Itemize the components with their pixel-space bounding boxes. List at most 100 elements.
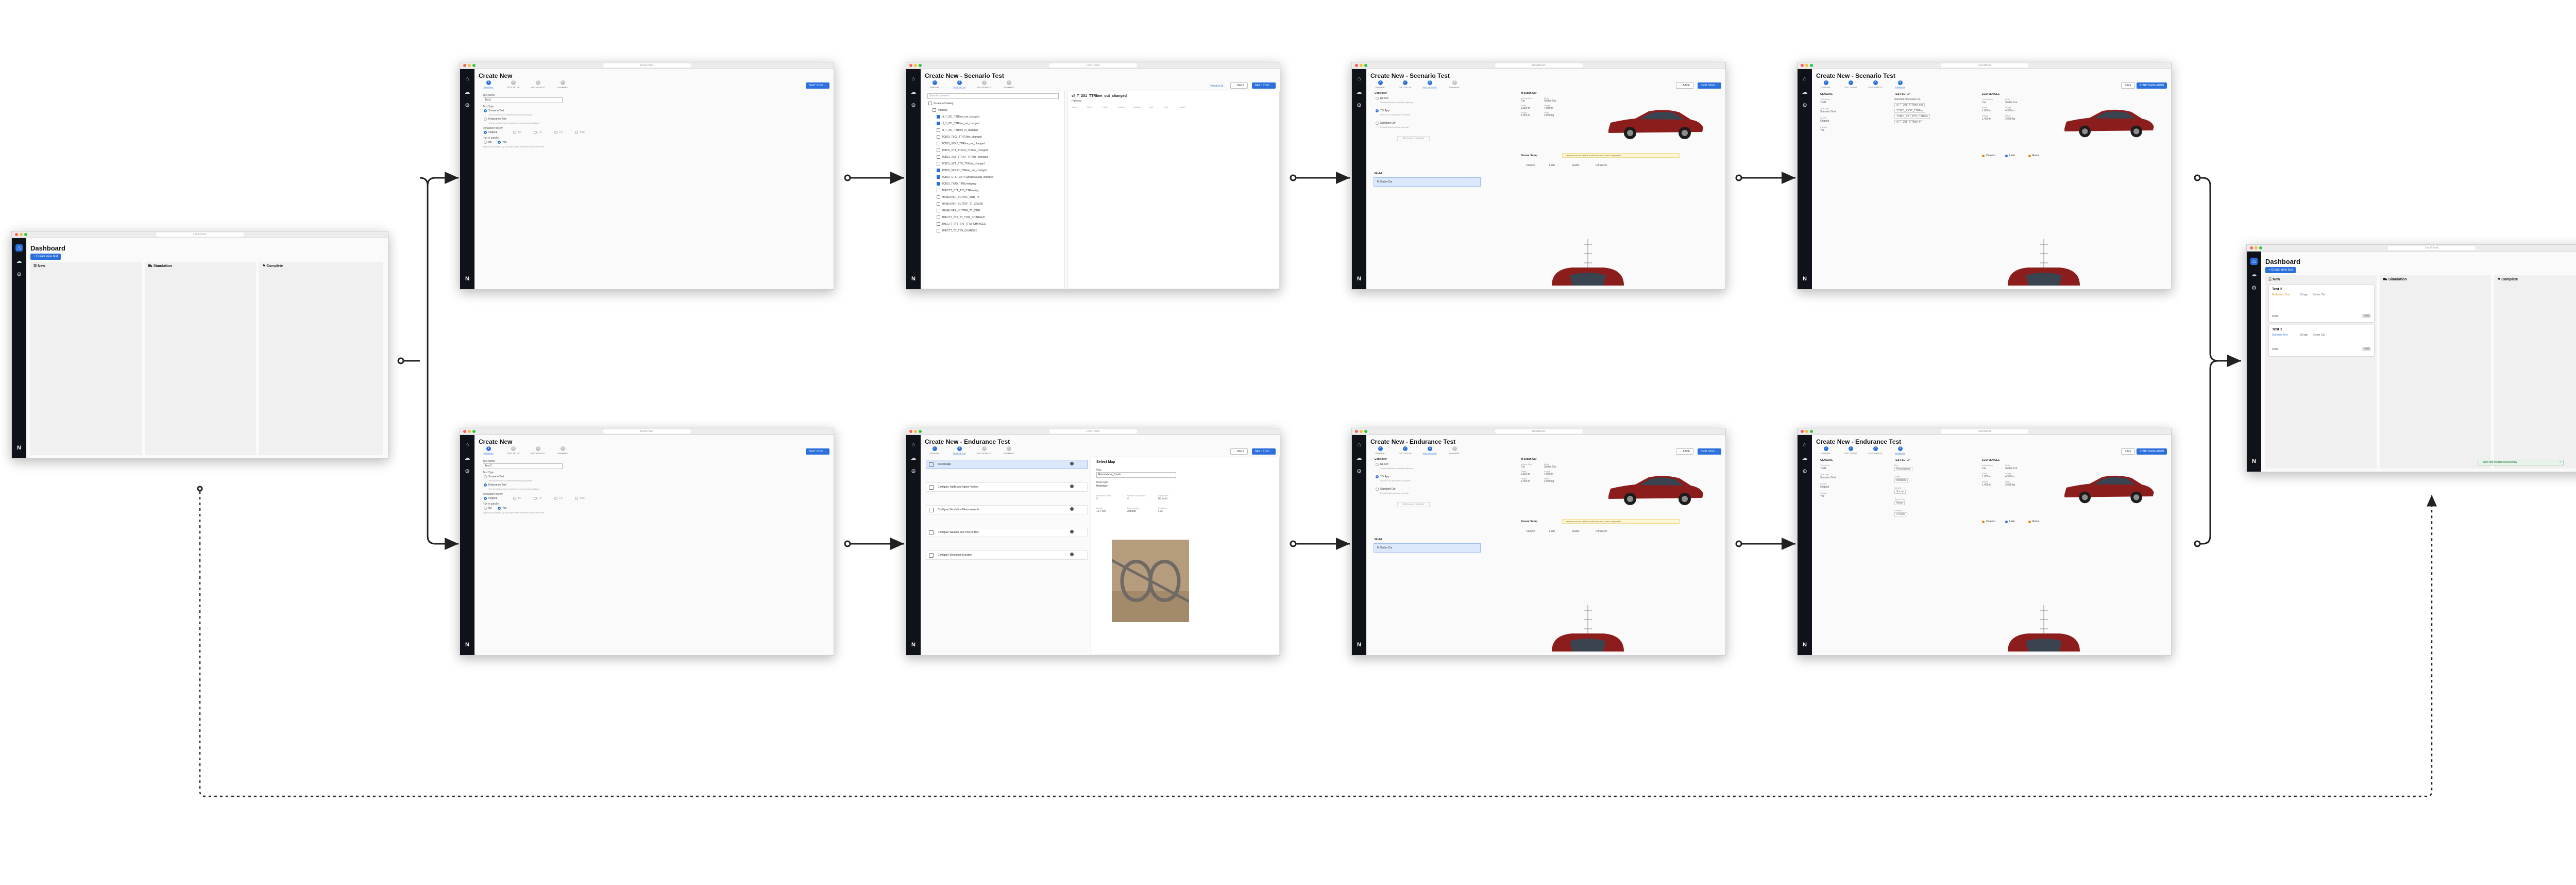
maximize-window-icon[interactable] <box>1810 430 1813 433</box>
fidelity-half[interactable]: 1/2 <box>513 131 521 134</box>
cloud-icon[interactable]: ☁ <box>464 89 470 95</box>
minimize-window-icon[interactable] <box>914 64 917 67</box>
step-general[interactable]: ✓GENERAL <box>1375 80 1385 89</box>
create-test-button[interactable]: + Create new test <box>30 254 61 260</box>
radio-scenario-test[interactable]: Scenario Test <box>484 109 504 112</box>
start-simulation-button[interactable]: START SIMULATION <box>2136 82 2167 89</box>
controller-option[interactable]: No Ctrl <box>1376 97 1388 100</box>
scenario-checkbox[interactable] <box>937 155 940 159</box>
cloud-icon[interactable]: ☁ <box>464 455 470 461</box>
scenario-tree-item[interactable]: TCB01_XXXT_TTRline_out_changed <box>937 142 985 145</box>
url-bar[interactable]: localhost <box>1049 429 1137 433</box>
scenario-tree-item[interactable]: TCB01_SXXXT_TTRline_out_changed <box>937 169 987 172</box>
next-step-button[interactable]: NEXT STEP → <box>1252 82 1276 89</box>
close-window-icon[interactable] <box>1355 430 1358 433</box>
step-ego-vehicle[interactable]: ✓EGO VEHICLE <box>1868 446 1883 455</box>
controller-radio[interactable] <box>1376 488 1379 491</box>
controller-radio[interactable] <box>1376 122 1379 125</box>
settings-icon[interactable] <box>1070 553 1074 556</box>
fidelity-original[interactable]: Original <box>484 497 497 500</box>
close-window-icon[interactable] <box>463 64 466 67</box>
endurance-config-item[interactable]: Select Map <box>926 460 1088 469</box>
create-test-button[interactable]: + Create new test <box>2265 267 2296 273</box>
scenario-checkbox[interactable] <box>937 169 940 172</box>
close-window-icon[interactable] <box>463 430 466 433</box>
next-step-button[interactable]: NEXT STEP → <box>1698 448 1721 455</box>
scenario-tree-item[interactable]: MANEUVER_SUTTRF_TT_COVER <box>937 202 983 206</box>
settings-icon[interactable] <box>1070 507 1074 511</box>
radio-scenario-test[interactable]: Scenario Test <box>484 475 504 478</box>
parallel-yes[interactable]: Yes <box>498 507 506 510</box>
home-icon[interactable]: ⌂ <box>465 442 469 448</box>
close-window-icon[interactable] <box>909 430 912 433</box>
gear-icon[interactable]: ⚙ <box>911 469 916 475</box>
cloud-icon[interactable]: ☁ <box>910 455 917 461</box>
next-step-button[interactable]: NEXT STEP → <box>1698 82 1721 89</box>
home-icon[interactable]: ⌂ <box>1803 76 1807 82</box>
cloud-icon[interactable]: ☁ <box>910 89 917 95</box>
test-name-input[interactable]: Test1 <box>483 97 563 103</box>
scenario-checkbox[interactable] <box>937 175 940 179</box>
model-list-item[interactable]: M Sedan Car <box>1374 177 1481 187</box>
controller-option[interactable]: TSi App <box>1376 109 1389 112</box>
fidelity-quarter[interactable]: 1/4 <box>534 497 542 500</box>
add-controller-button[interactable]: Add new controller <box>1397 136 1430 141</box>
cloud-icon[interactable]: ☁ <box>1802 455 1808 461</box>
save-button[interactable]: SAVE <box>2121 448 2135 455</box>
fidelity-eighth[interactable]: 1/8 <box>554 131 563 134</box>
step-ego-vehicle[interactable]: ✓EGO VEHICLE <box>1868 80 1883 89</box>
minimize-window-icon[interactable] <box>1805 64 1808 67</box>
scenario-checkbox[interactable] <box>937 209 940 212</box>
url-bar[interactable]: localhost <box>2388 246 2476 250</box>
step-test-setup[interactable]: ✓TEST SETUP <box>1398 80 1412 89</box>
scenario-tree-item[interactable]: THECTT_TTT_TT_TTAF_CHANGED <box>937 215 985 219</box>
url-bar[interactable]: localhost <box>603 63 691 68</box>
maximize-window-icon[interactable] <box>1364 64 1367 67</box>
minimize-window-icon[interactable] <box>1805 430 1808 433</box>
maximize-window-icon[interactable] <box>919 430 922 433</box>
radio-endurance-test[interactable]: Endurance Test <box>484 118 506 121</box>
step-test-setup[interactable]: ✓TEST SETUP <box>1844 446 1857 455</box>
scenario-checkbox[interactable] <box>937 162 940 165</box>
gear-icon[interactable]: ⚙ <box>465 469 470 475</box>
scenario-checkbox[interactable] <box>937 122 940 125</box>
scenario-tree-item[interactable]: cf_T_201_TTRline_out_changed <box>937 115 979 119</box>
scenario-checkbox[interactable] <box>937 229 940 232</box>
cloud-icon[interactable]: ☁ <box>1802 89 1808 95</box>
radio-endurance-test[interactable]: Endurance Test <box>484 483 506 487</box>
scenario-tree-item[interactable]: cf_T_201_TTRline_in_changed <box>937 128 978 132</box>
controller-radio[interactable] <box>1376 97 1379 100</box>
scenario-checkbox[interactable] <box>937 189 940 192</box>
controller-option[interactable]: No Ctrl <box>1376 463 1388 466</box>
deselect-all-link[interactable]: Deselect all <box>1210 85 1223 88</box>
next-step-button[interactable]: NEXT STEP → <box>806 82 829 89</box>
home-icon[interactable]: ⌂ <box>1803 442 1807 448</box>
minimize-window-icon[interactable] <box>20 233 23 236</box>
scenario-tree-item[interactable]: TCB01_XXT_PTR_TTRline_changed <box>937 162 985 165</box>
minimize-window-icon[interactable] <box>2255 246 2258 249</box>
url-bar[interactable]: localhost <box>1940 429 2028 433</box>
scenario-checkbox[interactable] <box>937 128 940 132</box>
home-icon[interactable]: ⌂ <box>1357 442 1361 448</box>
settings-icon[interactable] <box>1070 485 1074 488</box>
scenario-tree-item[interactable]: MANEUVER_SUTTRF_AND_TT <box>937 195 979 199</box>
gear-icon[interactable]: ⚙ <box>1357 103 1362 109</box>
parallel-no[interactable]: No <box>484 141 492 144</box>
add-controller-button[interactable]: Add new controller <box>1397 502 1430 507</box>
gear-icon[interactable]: ⚙ <box>1802 469 1807 475</box>
home-icon[interactable]: ⌂ <box>465 76 469 82</box>
fidelity-sixteenth[interactable]: 1/16 <box>575 131 585 134</box>
test-card[interactable]: Test 2 Endurance Test 3d ago Sedan Car D… <box>2268 285 2375 323</box>
